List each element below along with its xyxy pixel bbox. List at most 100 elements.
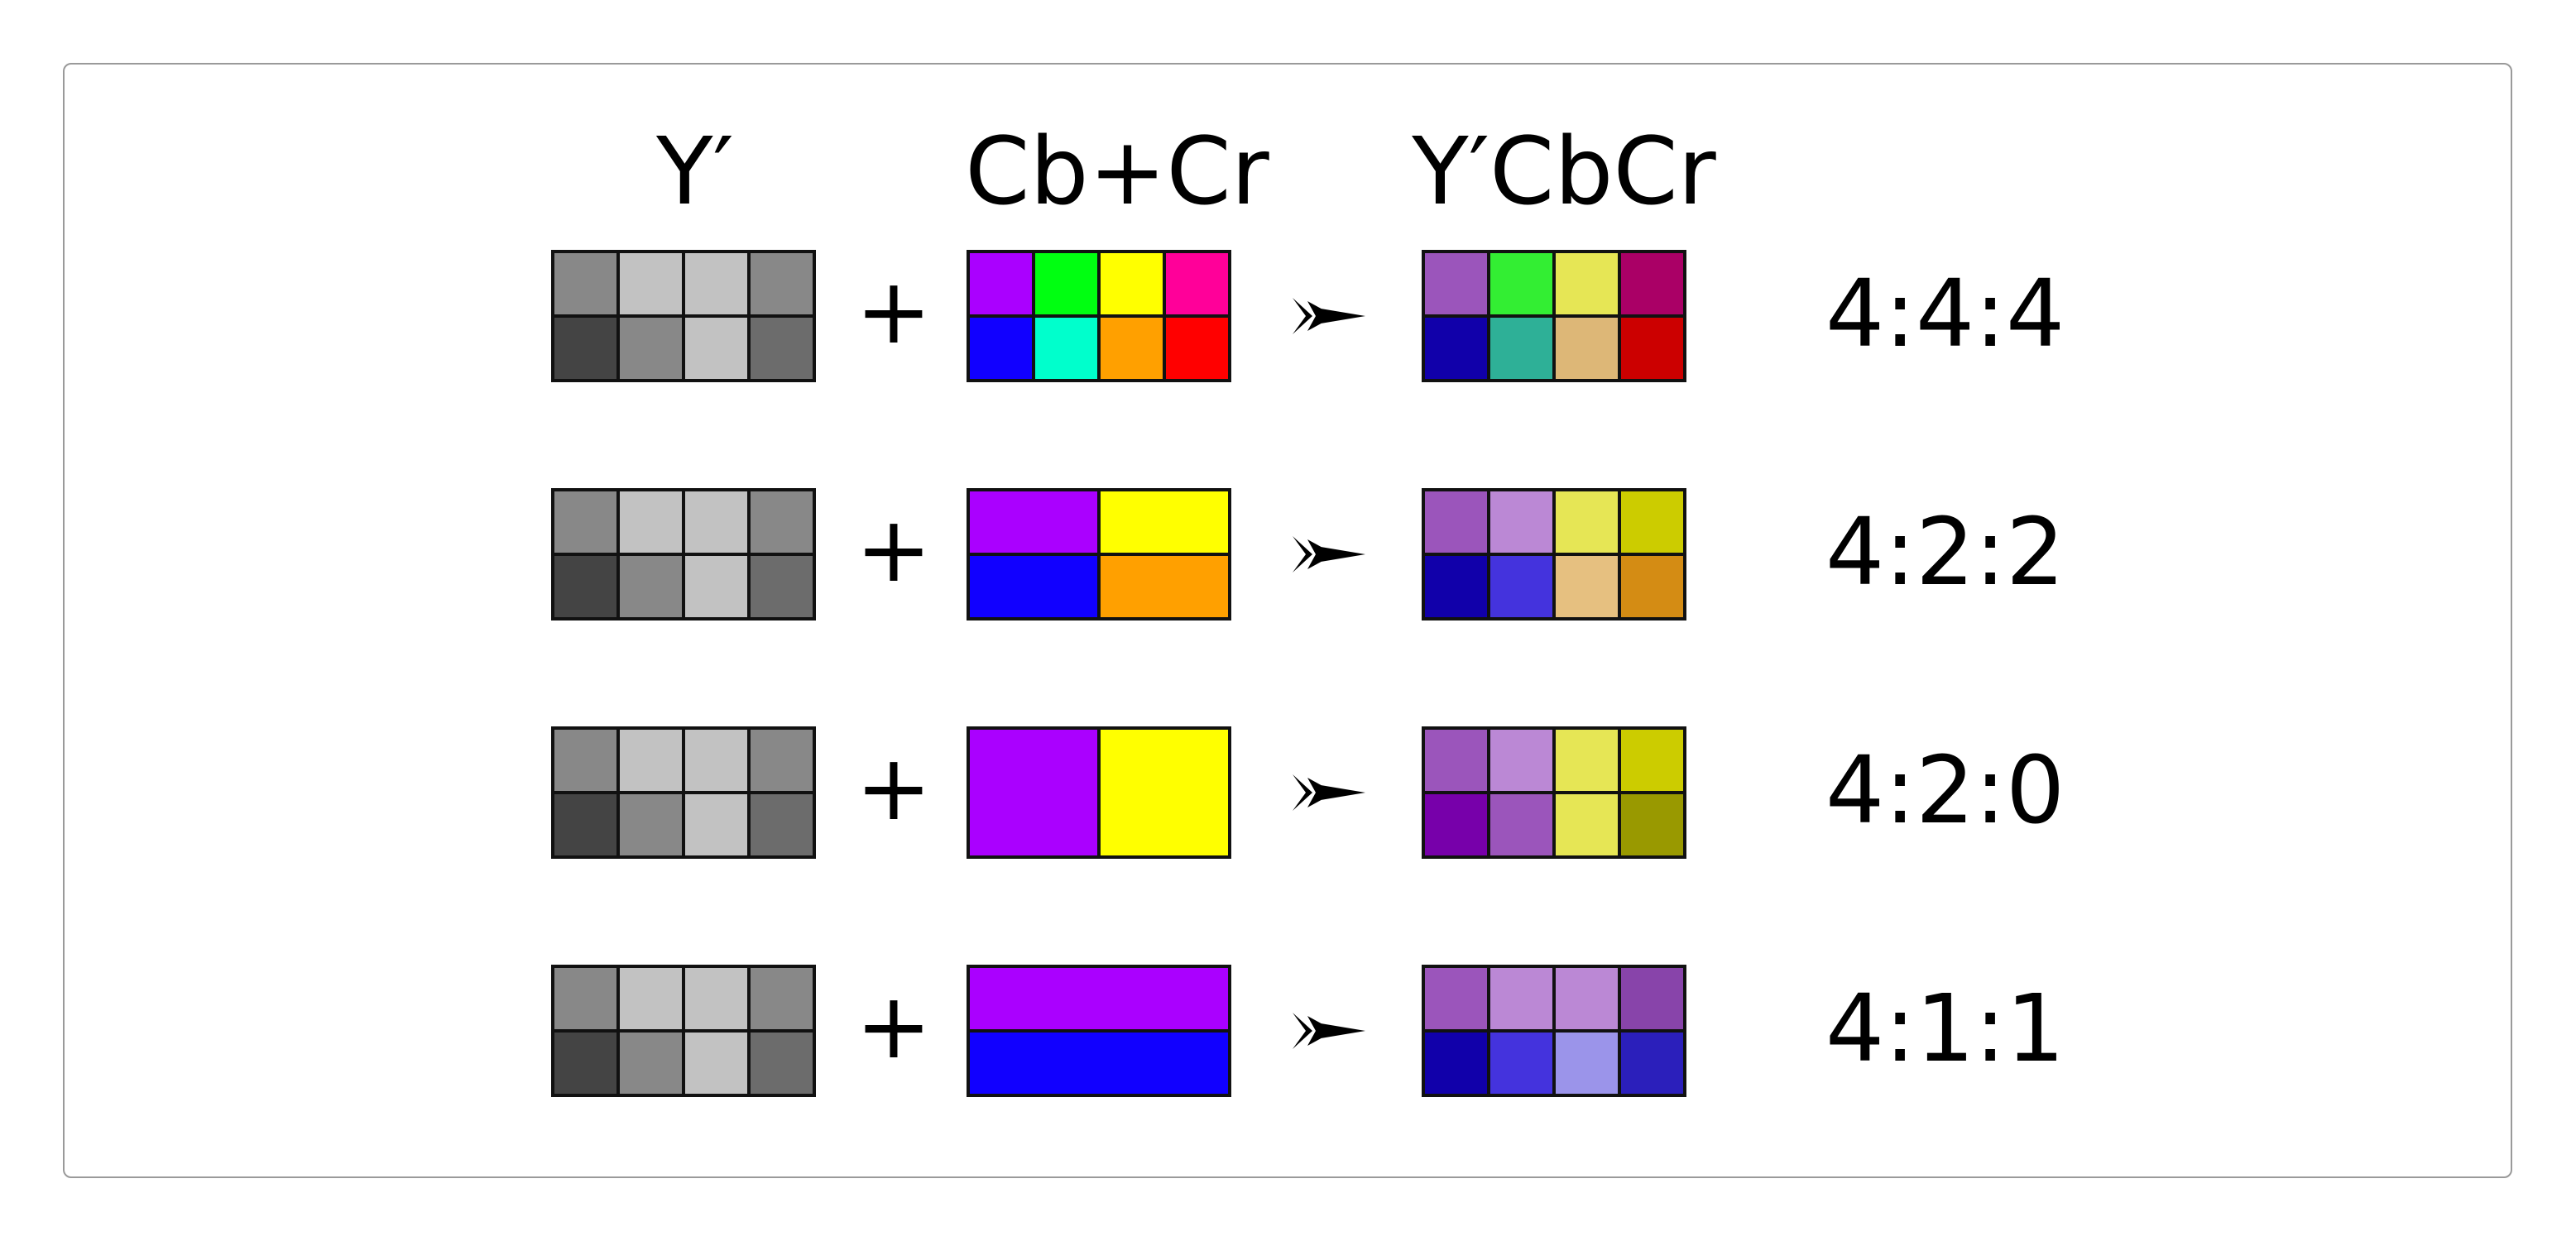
chroma-block [1163, 314, 1231, 382]
luma-cell [747, 1029, 816, 1097]
result-cell [1552, 314, 1621, 382]
luma-cell [747, 965, 816, 1033]
chroma-grid [967, 488, 1231, 620]
luma-grid [551, 250, 816, 382]
result-cell [1422, 726, 1490, 794]
result-cell [1552, 965, 1621, 1033]
chroma-block [967, 726, 1101, 859]
luma-cell [747, 726, 816, 794]
merge-arrow-icon [1288, 998, 1370, 1064]
result-cell [1552, 791, 1621, 859]
chroma-grid [967, 250, 1231, 382]
merge-arrow-icon [1288, 521, 1370, 587]
luma-cell [616, 488, 685, 556]
result-cell [1618, 1029, 1686, 1097]
result-cell [1422, 314, 1490, 382]
header-luma: Y′ [656, 118, 734, 226]
chroma-block [1097, 488, 1231, 556]
luma-cell [682, 965, 751, 1033]
result-cell [1618, 553, 1686, 620]
chroma-block [967, 314, 1035, 382]
luma-cell [551, 250, 620, 318]
chroma-block [967, 488, 1101, 556]
ycbcr-result-grid [1422, 965, 1686, 1097]
chroma-block [1032, 250, 1101, 318]
subsampling-ratio-label: 4:4:4 [1825, 261, 2065, 368]
luma-cell [682, 553, 751, 620]
result-cell [1552, 250, 1621, 318]
result-cell [1422, 965, 1490, 1033]
ycbcr-result-grid [1422, 726, 1686, 859]
chroma-block [967, 965, 1231, 1033]
subsampling-ratio-label: 4:2:0 [1825, 737, 2065, 845]
chroma-block [967, 553, 1101, 620]
plus-sign: + [855, 735, 933, 841]
result-cell [1422, 791, 1490, 859]
result-cell [1552, 553, 1621, 620]
result-cell [1552, 726, 1621, 794]
chroma-block [967, 1029, 1231, 1097]
luma-cell [747, 553, 816, 620]
result-cell [1422, 1029, 1490, 1097]
chroma-block [1097, 553, 1231, 620]
luma-cell [682, 726, 751, 794]
luma-cell [747, 314, 816, 382]
result-cell [1487, 314, 1556, 382]
result-cell [1487, 1029, 1556, 1097]
luma-cell [747, 791, 816, 859]
ycbcr-result-grid [1422, 488, 1686, 620]
result-cell [1618, 791, 1686, 859]
luma-cell [551, 791, 620, 859]
luma-cell [616, 1029, 685, 1097]
header-ycbcr: Y′CbCr [1412, 118, 1716, 226]
result-cell [1487, 726, 1556, 794]
result-cell [1487, 965, 1556, 1033]
luma-cell [682, 1029, 751, 1097]
luma-cell [551, 726, 620, 794]
result-cell [1422, 488, 1490, 556]
luma-cell [551, 965, 620, 1033]
chroma-block [1032, 314, 1101, 382]
chroma-grid [967, 726, 1231, 859]
result-cell [1552, 488, 1621, 556]
luma-cell [616, 314, 685, 382]
luma-cell [682, 791, 751, 859]
header-chroma: Cb+Cr [965, 118, 1269, 226]
chroma-block [967, 250, 1035, 318]
chroma-block [1097, 250, 1166, 318]
ycbcr-result-grid [1422, 250, 1686, 382]
luma-cell [747, 250, 816, 318]
merge-arrow-icon [1288, 759, 1370, 826]
luma-grid [551, 726, 816, 859]
luma-cell [616, 965, 685, 1033]
result-cell [1422, 553, 1490, 620]
luma-grid [551, 488, 816, 620]
result-cell [1618, 726, 1686, 794]
chroma-block [1163, 250, 1231, 318]
chroma-block [1097, 726, 1231, 859]
result-cell [1422, 250, 1490, 318]
luma-cell [682, 314, 751, 382]
plus-sign: + [855, 258, 933, 364]
luma-cell [551, 553, 620, 620]
result-cell [1487, 488, 1556, 556]
luma-cell [616, 250, 685, 318]
luma-cell [682, 488, 751, 556]
result-cell [1487, 250, 1556, 318]
diagram-frame [63, 63, 2512, 1178]
result-cell [1487, 553, 1556, 620]
result-cell [1618, 250, 1686, 318]
luma-cell [616, 553, 685, 620]
chroma-grid [967, 965, 1231, 1097]
subsampling-ratio-label: 4:2:2 [1825, 499, 2065, 606]
luma-cell [616, 791, 685, 859]
result-cell [1618, 488, 1686, 556]
luma-cell [616, 726, 685, 794]
result-cell [1618, 314, 1686, 382]
subsampling-ratio-label: 4:1:1 [1825, 975, 2065, 1083]
result-cell [1618, 965, 1686, 1033]
luma-grid [551, 965, 816, 1097]
luma-cell [551, 314, 620, 382]
result-cell [1487, 791, 1556, 859]
luma-cell [551, 488, 620, 556]
